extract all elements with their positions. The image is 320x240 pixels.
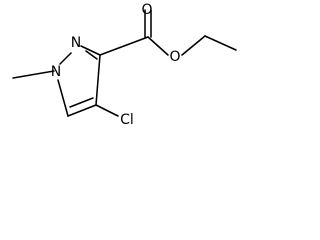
bond-n2-c3-inner xyxy=(85,50,98,60)
bond-oester-ch2 xyxy=(181,35,206,56)
bond-c4-cl xyxy=(95,104,119,117)
atom-o-carbonyl-label: O xyxy=(141,2,152,18)
atom-o-ester-label: O xyxy=(169,49,180,65)
bond-n1-n2 xyxy=(59,52,72,65)
bond-c3-c4 xyxy=(95,54,101,106)
bond-c-oester xyxy=(147,36,169,56)
bond-c3-ccarbonyl xyxy=(99,36,149,56)
atom-cl-label: Cl xyxy=(120,112,134,128)
atom-n1-label: N xyxy=(51,64,61,80)
bond-methyl-n1 xyxy=(12,70,55,79)
bond-c4-c5 xyxy=(67,104,97,117)
bond-ch2-ch3 xyxy=(204,35,237,51)
bond-c5-n1 xyxy=(57,79,69,117)
bond-n2-c3 xyxy=(80,45,101,56)
chemical-structure: N N O O Cl xyxy=(12,2,237,128)
atom-n2-label: N xyxy=(71,35,81,51)
bond-c4-c5-inner xyxy=(69,97,94,108)
